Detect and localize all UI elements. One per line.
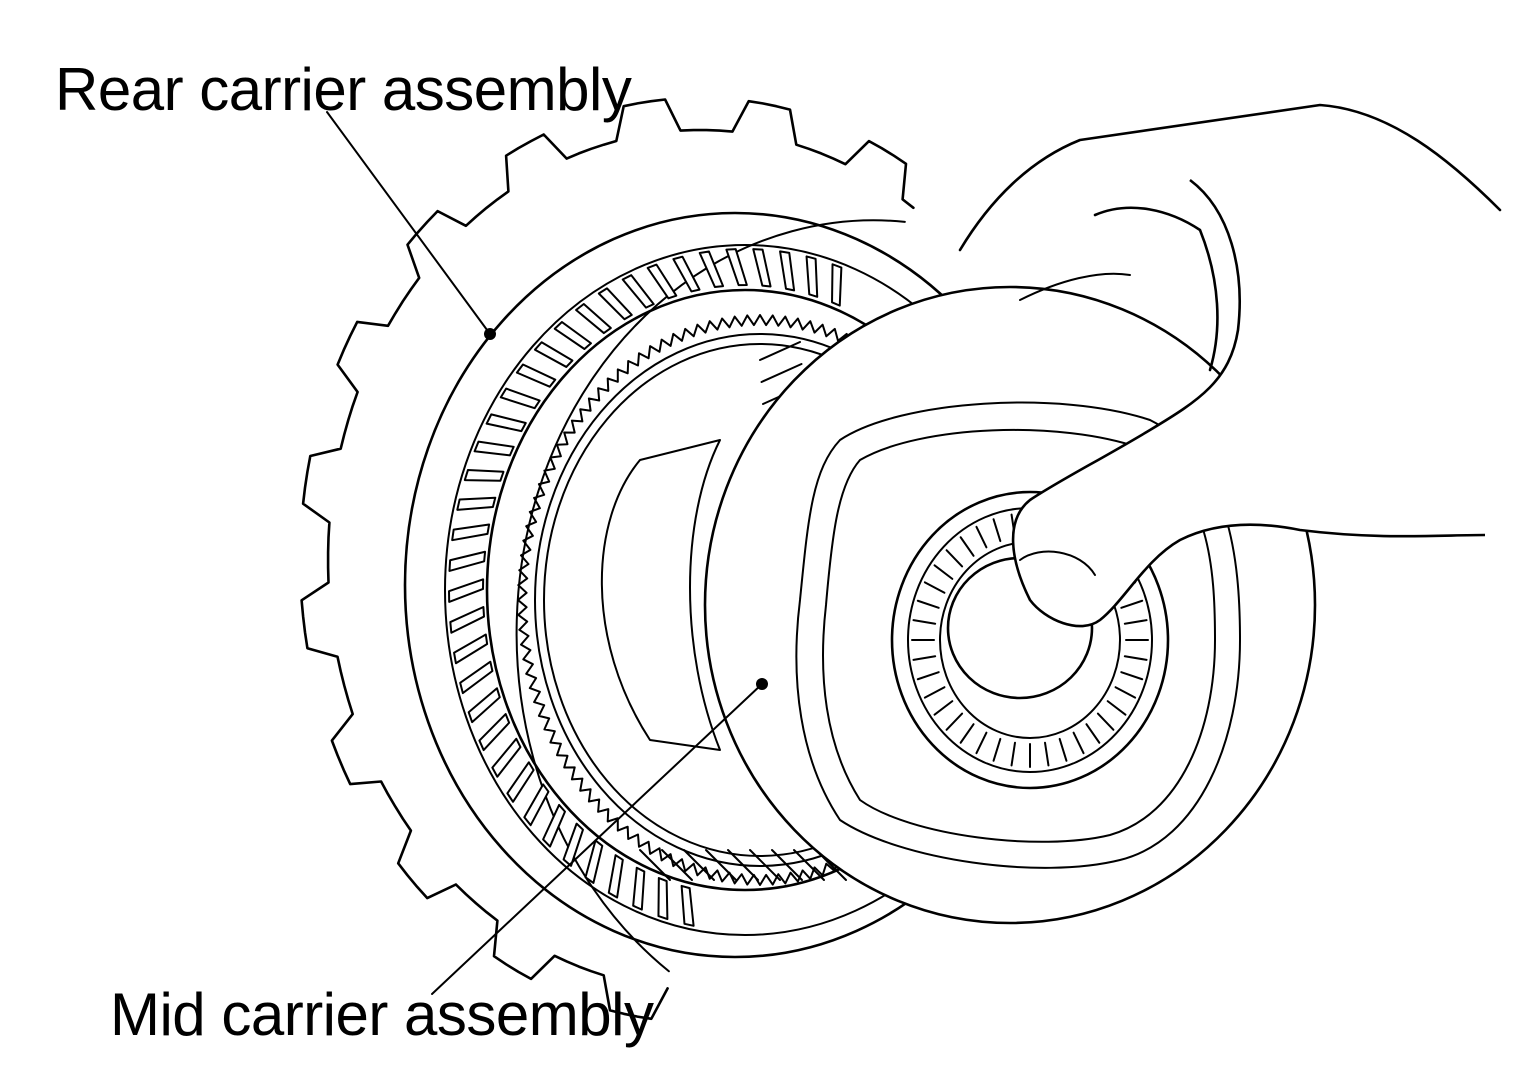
bearing-needle: [923, 686, 946, 699]
hand: [958, 103, 1502, 628]
bearing-needle: [1114, 686, 1137, 699]
pinion-tooth: [661, 849, 693, 881]
helical-tooth: [680, 884, 695, 927]
bearing-needle: [1123, 619, 1148, 625]
helical-tooth: [499, 387, 541, 410]
finger-crease: [1019, 272, 1131, 301]
bearing-needle: [992, 518, 1002, 543]
helical-tooth: [752, 248, 772, 288]
bearing-needle: [923, 581, 946, 594]
helical-tooth: [597, 287, 633, 321]
bearing-needle: [1120, 599, 1144, 609]
bearing-needle: [1120, 671, 1144, 681]
helical-tooth: [553, 321, 592, 351]
helical-tooth: [459, 660, 494, 695]
helical-tooth: [463, 469, 505, 482]
helical-tooth: [478, 713, 511, 752]
bearing-needle: [959, 536, 975, 557]
helical-tooth: [646, 263, 678, 300]
bearing-needle: [916, 671, 940, 681]
hand-back: [958, 103, 1502, 252]
helical-tooth: [449, 606, 485, 634]
bearing-needle: [912, 619, 937, 625]
helical-tooth: [575, 303, 612, 335]
bearing-needle: [1096, 712, 1115, 731]
helical-tooth: [698, 250, 725, 289]
mid-carrier-leader-line: [431, 683, 763, 995]
mid-carrier-label: Mid carrier assembly: [110, 981, 654, 1048]
bearing-needle: [959, 723, 975, 744]
rear-carrier-leader-dot: [484, 328, 496, 340]
bearing-needle: [1106, 700, 1127, 716]
helical-tooth: [448, 550, 487, 572]
bearing-needle: [975, 525, 988, 549]
bearing-needle: [912, 655, 937, 661]
helical-tooth: [542, 803, 566, 848]
helical-tooth: [448, 578, 485, 603]
bearing-needle: [916, 599, 940, 609]
helical-tooth: [456, 496, 497, 511]
bearing-needle: [1085, 723, 1101, 744]
mid-plate-recess-inner: [822, 428, 1216, 843]
helical-tooth: [473, 440, 515, 457]
bearing-needle: [1058, 737, 1068, 762]
helical-tooth: [485, 413, 527, 433]
bearing-needle: [1010, 741, 1016, 767]
rear-carrier-helical-teeth: [448, 248, 1005, 927]
helical-tooth: [607, 854, 624, 899]
pinion-tooth: [705, 849, 737, 881]
lug-ring-outline: [300, 98, 915, 1021]
helical-tooth: [632, 866, 646, 911]
bearing-needle: [945, 712, 964, 731]
bearing-needle: [975, 731, 988, 755]
hand-knuckle: [1093, 206, 1219, 372]
bearing-needle: [933, 700, 954, 716]
thumb-nail: [1019, 550, 1096, 576]
helical-tooth: [491, 737, 522, 778]
bearing-needle: [992, 737, 1002, 762]
helical-tooth: [453, 633, 489, 665]
pinion-tooth: [771, 849, 803, 881]
bearing-needle: [1123, 655, 1148, 661]
helical-tooth: [621, 274, 655, 309]
callout-leaders: [326, 111, 768, 995]
pinion-tooth: [759, 341, 801, 361]
helical-tooth: [779, 250, 796, 292]
pinion-tooth: [760, 363, 803, 383]
hand-thumb: [1011, 178, 1486, 628]
helical-tooth: [467, 687, 501, 724]
helical-tooth: [451, 523, 491, 542]
helical-tooth: [506, 761, 535, 803]
helical-tooth: [515, 363, 557, 388]
bearing-needle: [1072, 731, 1085, 755]
helical-tooth: [805, 255, 819, 298]
carrier-web: [600, 439, 721, 751]
helical-tooth: [523, 783, 550, 827]
mid-plate-recess: [795, 401, 1241, 869]
pinion-tooth: [727, 849, 759, 881]
pinion-tooth: [793, 849, 825, 881]
pinion-tooth: [683, 849, 715, 881]
helical-tooth: [725, 248, 748, 287]
helical-tooth: [672, 255, 701, 293]
pinion-tooth: [639, 849, 671, 881]
helical-tooth: [533, 341, 574, 368]
helical-tooth: [657, 877, 669, 921]
bearing-needle: [933, 564, 954, 580]
helical-tooth: [831, 263, 843, 307]
bearing-needle: [1044, 741, 1050, 767]
helical-tooth: [562, 822, 584, 867]
rear-carrier-leader-line: [326, 111, 491, 335]
pinion-tooth: [749, 849, 781, 881]
rear-carrier-label: Rear carrier assembly: [55, 56, 632, 123]
bearing-needle: [945, 549, 964, 568]
mid-carrier-leader-dot: [756, 678, 768, 690]
